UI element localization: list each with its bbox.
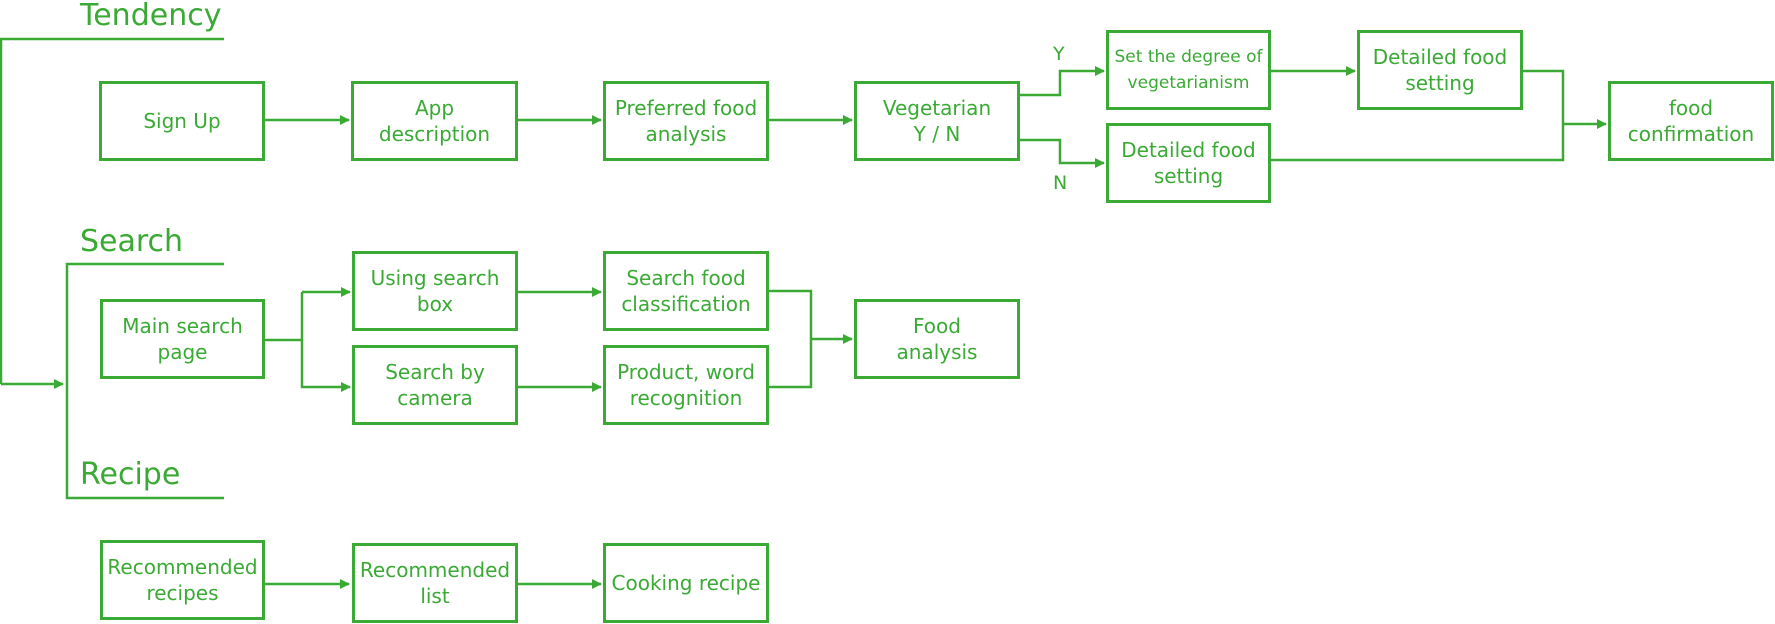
node-set-degree-of-vegetarianism: Set the degree of vegetarianism [1106,30,1271,110]
node-search-food-classification: Search food classification [603,251,769,331]
node-detailed-food-setting-y: Detailed food setting [1357,30,1523,110]
node-detailed-food-setting-n: Detailed food setting [1106,123,1271,203]
branch-label-yes: Y [1053,43,1065,65]
node-cooking-recipe: Cooking recipe [603,543,769,623]
node-using-search-box: Using search box [352,251,518,331]
section-title-search: Search [80,224,184,259]
branch-label-no: N [1053,172,1068,194]
edge-detailed-setting-n-to-confirmation [1271,124,1565,162]
edge-classification-to-merge [769,289,813,389]
edge-detailed-setting-y-to-confirmation [1523,69,1565,124]
section-title-recipe: Recipe [80,457,181,492]
node-food-analysis: Food analysis [854,299,1020,379]
tendency-bracket [0,37,224,384]
node-search-by-camera: Search by camera [352,345,518,425]
node-preferred-food-analysis: Preferred food analysis [603,81,769,161]
edge-main-search-split [265,292,304,342]
node-main-search-page: Main search page [100,299,265,379]
edge-vegetarian-yes [1020,66,1105,97]
node-recommended-recipes: Recommended recipes [100,540,265,620]
node-sign-up: Sign Up [99,81,265,161]
edge-main-search-to-camera [300,340,351,392]
node-vegetarian-y-n: Vegetarian Y / N [854,81,1020,161]
search-bracket [65,262,224,500]
edge-vegetarian-no [1020,138,1105,168]
node-product-word-recognition: Product, word recognition [603,345,769,425]
section-title-tendency: Tendency [80,0,222,33]
node-food-confirmation: food confirmation [1608,81,1774,161]
node-app-description: App description [351,81,518,161]
node-recommended-list: Recommended list [352,543,518,623]
